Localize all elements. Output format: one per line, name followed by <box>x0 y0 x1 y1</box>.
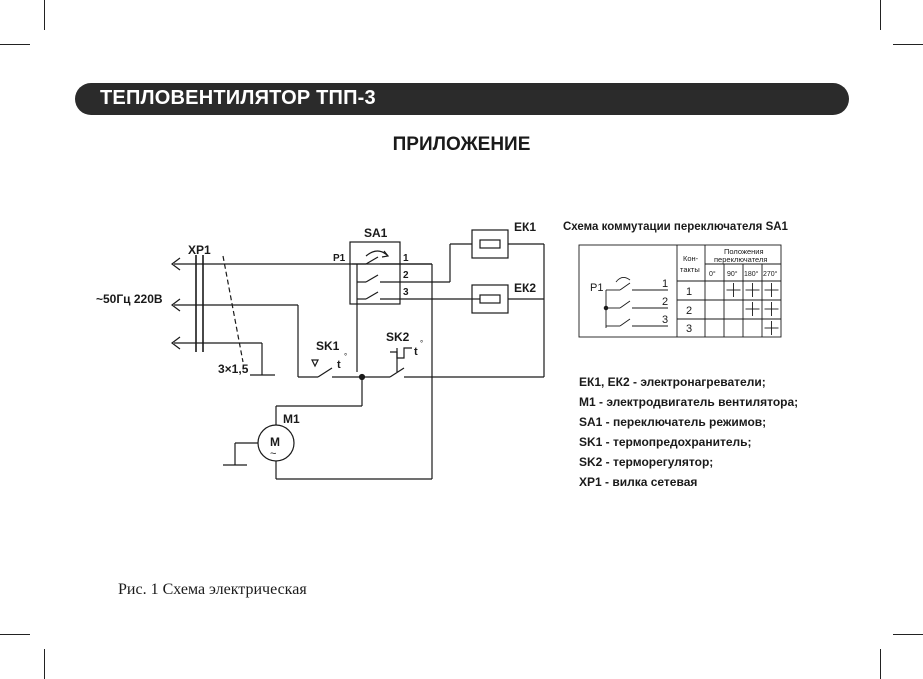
positions-header-2: переключателя <box>714 255 767 264</box>
crop-mark <box>880 649 881 679</box>
row-contact-3: 3 <box>686 323 692 335</box>
angle-0: 0° <box>709 270 716 278</box>
motor-ac: ~ <box>270 448 276 460</box>
legend-item: SK2 - терморегулятор; <box>579 455 714 469</box>
legend-item: ХР1 - вилка сетевая <box>579 475 698 489</box>
contact-1-label: 1 <box>403 253 409 264</box>
ek2-label: ЕК2 <box>514 281 536 295</box>
sa1-label: SA1 <box>364 226 388 240</box>
switch-table-title: Схема коммутации переключателя SA1 <box>563 221 788 233</box>
figure-caption: Рис. 1 Схема электрическая <box>118 581 307 598</box>
contacts-header-2: такты <box>680 265 700 274</box>
crop-mark <box>880 0 881 30</box>
legend-item: ЕК1, ЕК2 - электронагреватели; <box>579 375 766 389</box>
fuse-sk1 <box>298 359 362 378</box>
mini-switch-p1 <box>603 277 668 328</box>
contact-2-label: 2 <box>403 270 409 281</box>
crop-mark <box>0 44 30 45</box>
heater-ek1 <box>449 229 544 282</box>
legend-item: SA1 - переключатель режимов; <box>579 415 767 429</box>
contacts-header-1: Кон- <box>683 254 699 263</box>
cable-label: 3×1,5 <box>218 362 249 376</box>
crop-mark <box>893 44 923 45</box>
xp1-label: ХР1 <box>188 243 211 257</box>
crop-mark <box>893 634 923 635</box>
crop-mark <box>44 0 45 30</box>
legend-list: ЕК1, ЕК2 - электронагреватели; М1 - элек… <box>579 372 798 492</box>
sk1-label: SK1 <box>316 339 340 353</box>
supply-label: ~50Гц 220В <box>96 292 163 306</box>
ground-symbol <box>250 343 275 376</box>
header-bar <box>75 83 849 115</box>
sk2-t-label: t <box>414 346 418 358</box>
legend-item: SK1 - термопредохранитель; <box>579 435 752 449</box>
mini-p1-label: P1 <box>590 282 603 294</box>
crop-mark <box>44 649 45 679</box>
mini-contact-2: 2 <box>662 296 668 308</box>
legend-item: М1 - электродвигатель вентилятора; <box>579 395 799 409</box>
m1-label: M1 <box>283 412 300 426</box>
appendix-title: ПРИЛОЖЕНИЕ <box>392 134 531 155</box>
sk2-degree: ° <box>420 339 423 348</box>
positions-header-1: Положения <box>724 247 764 256</box>
ek1-label: ЕК1 <box>514 220 536 234</box>
angle-90: 90° <box>727 270 738 278</box>
angle-270: 270° <box>763 270 778 278</box>
motor-letter: M <box>270 435 280 449</box>
thermostat-sk2 <box>362 347 544 378</box>
heater-ek2 <box>470 284 544 314</box>
switch-sa1 <box>349 241 470 372</box>
sk1-degree: ° <box>344 352 347 361</box>
p1-label: P1 <box>333 253 346 264</box>
sk1-t-label: t <box>337 359 341 371</box>
header-title: ТЕПЛОВЕНТИЛЯТОР ТПП-3 <box>100 87 376 109</box>
row-contact-1: 1 <box>686 286 692 298</box>
contact-3-label: 3 <box>403 287 409 298</box>
closed-marks <box>726 283 779 335</box>
angle-180: 180° <box>744 270 759 278</box>
crop-mark <box>0 634 30 635</box>
mini-contact-1: 1 <box>662 278 668 290</box>
motor-m1 <box>223 377 432 480</box>
row-contact-2: 2 <box>686 305 692 317</box>
mini-contact-3: 3 <box>662 314 668 326</box>
sk2-label: SK2 <box>386 330 410 344</box>
